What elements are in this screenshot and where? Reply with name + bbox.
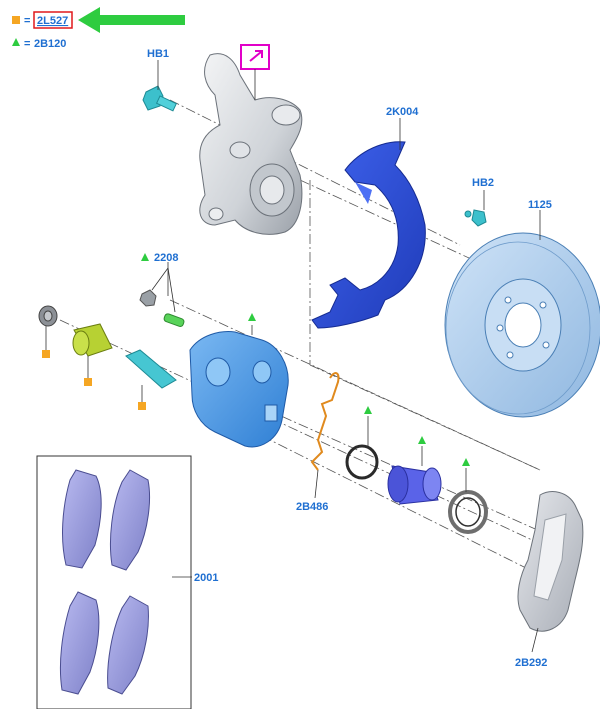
piston-boot[interactable] bbox=[448, 490, 488, 534]
green-arrow-icon bbox=[78, 7, 185, 33]
square-marker-icon bbox=[84, 378, 92, 386]
guide-bushing[interactable] bbox=[72, 323, 113, 357]
legend-equals-2: = bbox=[24, 38, 30, 50]
triangle-marker-icon bbox=[141, 253, 149, 261]
callout-2001[interactable]: 2001 bbox=[194, 572, 218, 584]
highlight-box bbox=[33, 11, 73, 29]
legend: = 2L527 = 2B120 bbox=[12, 7, 185, 50]
triangle-marker-icon bbox=[418, 436, 426, 444]
part-markers bbox=[42, 253, 470, 466]
callout-hb1[interactable]: HB1 bbox=[147, 48, 169, 60]
guide-pin[interactable] bbox=[125, 349, 177, 389]
hb2-bolt[interactable] bbox=[464, 209, 487, 227]
splash-shield[interactable] bbox=[311, 141, 426, 329]
callout-hb2[interactable]: HB2 bbox=[472, 177, 494, 189]
callout-1125[interactable]: 1125 bbox=[528, 199, 552, 211]
external-link-icon[interactable] bbox=[240, 44, 270, 70]
callout-2b292[interactable]: 2B292 bbox=[515, 657, 547, 669]
triangle-marker-icon bbox=[248, 313, 256, 321]
hb1-bolt[interactable] bbox=[142, 85, 177, 112]
caliper-piston[interactable] bbox=[387, 465, 442, 505]
square-marker-icon bbox=[138, 402, 146, 410]
legend-triangle-code[interactable]: 2B120 bbox=[34, 38, 66, 50]
triangle-marker-icon bbox=[364, 406, 372, 414]
brake-pads-group[interactable] bbox=[36, 455, 192, 709]
steering-knuckle[interactable] bbox=[199, 53, 303, 235]
square-marker-icon bbox=[42, 350, 50, 358]
bleed-screw-kit[interactable] bbox=[139, 289, 185, 328]
callout-labels: HB1 2K004 HB2 1125 2208 2B486 2001 2B292 bbox=[147, 48, 552, 669]
square-marker-icon bbox=[12, 16, 20, 24]
anti-rattle-spring[interactable] bbox=[310, 372, 340, 471]
brake-disc[interactable] bbox=[444, 232, 600, 418]
dust-cap[interactable] bbox=[38, 305, 58, 327]
leader-lines bbox=[45, 60, 541, 653]
callout-2208[interactable]: 2208 bbox=[154, 252, 178, 264]
legend-square-code[interactable]: 2L527 bbox=[37, 15, 68, 27]
piston-seal[interactable] bbox=[345, 444, 379, 480]
triangle-marker-icon bbox=[462, 458, 470, 466]
callout-2k004[interactable]: 2K004 bbox=[386, 106, 419, 118]
triangle-marker-icon bbox=[12, 38, 20, 46]
brake-caliper[interactable] bbox=[189, 331, 289, 448]
caliper-bracket[interactable] bbox=[517, 491, 584, 632]
callout-2b486[interactable]: 2B486 bbox=[296, 501, 328, 513]
legend-equals-1: = bbox=[24, 15, 30, 27]
